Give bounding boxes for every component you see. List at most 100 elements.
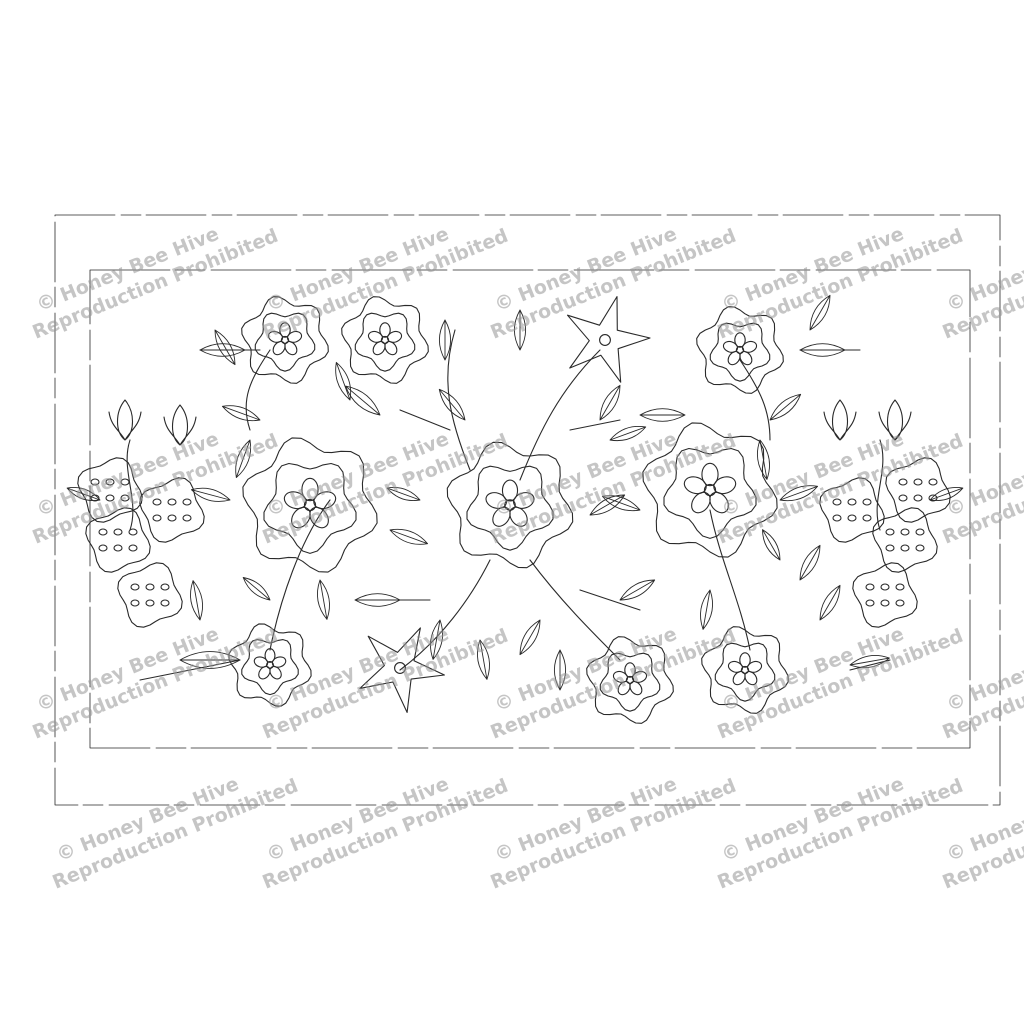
rose-inner-petal bbox=[367, 330, 384, 343]
rose-center bbox=[280, 335, 290, 345]
bud-shape bbox=[878, 399, 912, 441]
rose-inner-petal bbox=[286, 330, 303, 343]
stem bbox=[447, 329, 471, 471]
spotted-pod bbox=[77, 457, 143, 523]
rose-inner-petal bbox=[683, 476, 707, 495]
stem bbox=[876, 439, 884, 531]
pod-spot bbox=[145, 599, 155, 607]
pod-spot bbox=[105, 494, 115, 502]
pod-spot bbox=[182, 514, 192, 522]
leaf bbox=[316, 579, 330, 620]
rose-inner-petal bbox=[269, 665, 282, 680]
pod-spot bbox=[847, 498, 857, 506]
pod-spot bbox=[913, 478, 923, 486]
pod-spot bbox=[160, 583, 170, 591]
rose-inner-petal bbox=[384, 340, 398, 356]
leaf bbox=[221, 405, 261, 422]
leaf bbox=[513, 309, 527, 351]
rose-inner-petal bbox=[713, 476, 737, 495]
pod-spot bbox=[130, 599, 140, 607]
pod-spot bbox=[880, 599, 890, 607]
spotted-pod bbox=[885, 457, 951, 523]
spotted-pod bbox=[852, 562, 918, 628]
leaf bbox=[235, 439, 252, 479]
rose-inner-petal bbox=[624, 662, 636, 678]
pod-outline bbox=[139, 477, 205, 543]
pod-outline bbox=[85, 507, 151, 573]
rose-inner-petal bbox=[744, 670, 758, 686]
stem bbox=[739, 359, 771, 441]
rose-inner-petal bbox=[372, 340, 386, 356]
spotted-pod bbox=[139, 477, 205, 543]
pod-spot bbox=[885, 544, 895, 552]
rose-inner-petal bbox=[691, 491, 711, 514]
flower-bud bbox=[823, 399, 857, 441]
rose-inner-petal bbox=[284, 340, 298, 356]
spotted-pod bbox=[85, 507, 151, 573]
flower-bud bbox=[108, 399, 142, 441]
stem bbox=[569, 419, 621, 431]
rose-inner-petal bbox=[701, 462, 719, 487]
rose-mid-petals bbox=[354, 312, 416, 372]
leaf bbox=[438, 319, 452, 361]
stem bbox=[849, 659, 891, 671]
pod-outline bbox=[852, 562, 918, 628]
leaf bbox=[214, 329, 236, 366]
pod-outline bbox=[819, 477, 885, 543]
leaf bbox=[639, 408, 686, 422]
pod-spot bbox=[90, 478, 100, 486]
leaf bbox=[438, 388, 466, 421]
rose-inner-petal bbox=[258, 665, 271, 680]
rose-inner-petal bbox=[727, 660, 744, 673]
leaf bbox=[819, 584, 841, 621]
stem bbox=[709, 509, 751, 651]
rose-inner-petal bbox=[313, 491, 337, 510]
leaf bbox=[799, 343, 846, 357]
rose-inner-petal bbox=[485, 492, 507, 509]
rose-inner-petal bbox=[612, 670, 629, 683]
lily-center bbox=[394, 662, 406, 674]
rose-mid-petals bbox=[254, 312, 316, 372]
rose-flower bbox=[341, 296, 429, 384]
rose-center bbox=[703, 483, 717, 497]
pod-spot bbox=[152, 514, 162, 522]
pod-spot bbox=[182, 498, 192, 506]
rose-mid-petals bbox=[466, 465, 554, 551]
bud-shape bbox=[823, 399, 857, 441]
leaf bbox=[335, 361, 352, 401]
rose-outer-petals bbox=[241, 296, 329, 384]
pod-spot bbox=[928, 494, 938, 502]
lily-flower bbox=[359, 627, 445, 713]
leaf bbox=[354, 593, 401, 607]
rose-inner-petal bbox=[309, 506, 329, 529]
rose-flower bbox=[446, 441, 574, 569]
stem bbox=[126, 439, 134, 531]
rose-center bbox=[504, 499, 516, 511]
leaf bbox=[389, 528, 429, 545]
rose-inner-petal bbox=[509, 506, 528, 527]
pod-spot bbox=[128, 544, 138, 552]
pod-spot bbox=[160, 599, 170, 607]
rose-inner-petal bbox=[379, 322, 391, 338]
pod-spot bbox=[120, 478, 130, 486]
rose-outer-petals bbox=[586, 636, 674, 724]
bud-shape bbox=[163, 404, 197, 446]
rose-inner-petal bbox=[291, 506, 311, 529]
rose-center bbox=[625, 675, 635, 685]
rose-inner-petal bbox=[739, 652, 751, 668]
rose-inner-petal bbox=[513, 492, 535, 509]
stem bbox=[245, 349, 271, 431]
leaf bbox=[609, 425, 647, 442]
leaf bbox=[619, 579, 656, 601]
stem bbox=[269, 499, 331, 651]
rose-inner-petal bbox=[301, 477, 319, 502]
rose-flower bbox=[241, 296, 329, 384]
leaf bbox=[430, 619, 444, 660]
pod-spot bbox=[895, 599, 905, 607]
pod-outline bbox=[872, 507, 938, 573]
rose-inner-petal bbox=[709, 491, 729, 514]
rose-inner-petal bbox=[492, 506, 511, 527]
rose-flower bbox=[586, 636, 674, 724]
rose-outer-petals bbox=[446, 441, 574, 569]
stem bbox=[579, 589, 641, 611]
